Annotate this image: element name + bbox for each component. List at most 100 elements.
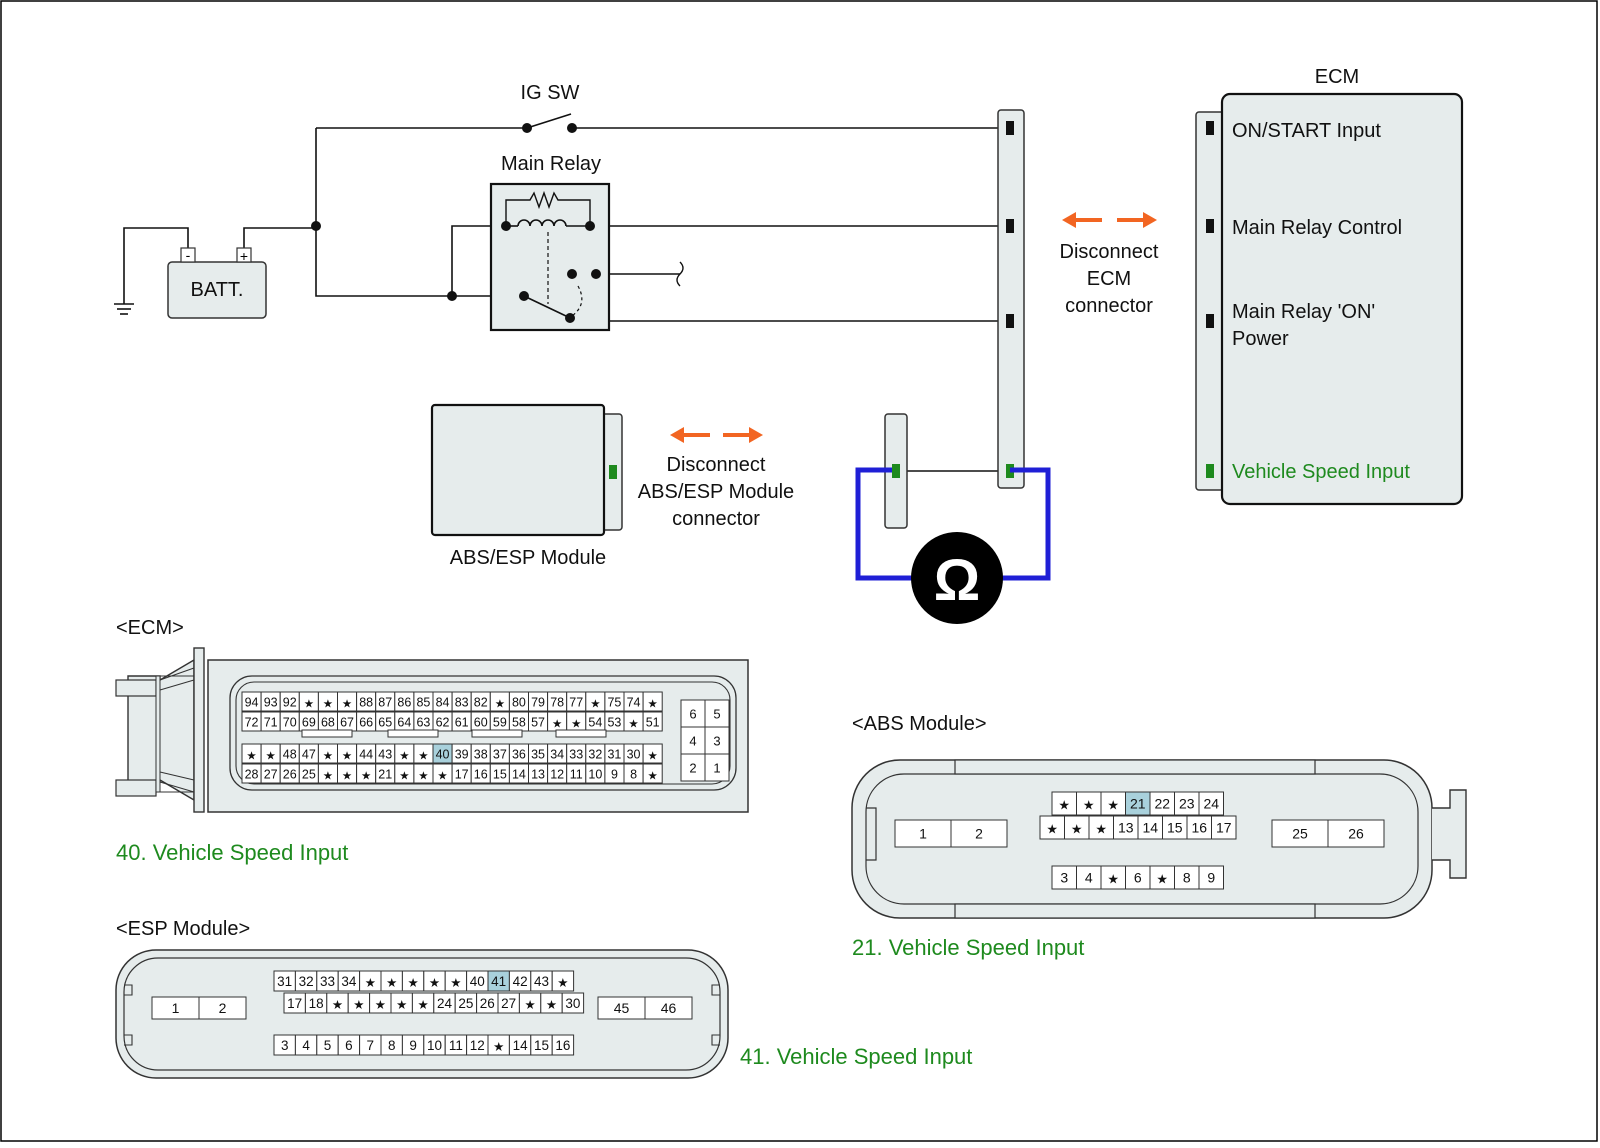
esp-pin-cell: ★ <box>326 992 349 1014</box>
svg-text:11: 11 <box>570 768 583 782</box>
esp-pin-cell: 42 <box>508 970 532 992</box>
esp-pin-cell: 18 <box>304 992 328 1014</box>
svg-text:★: ★ <box>323 771 333 783</box>
abs-pin-cell: ★ <box>1051 791 1077 816</box>
ecm-pin-cell: 48 <box>279 743 300 764</box>
ecm-pin-cell: 68 <box>317 711 338 732</box>
esp-pin-cell: 17 <box>283 992 306 1014</box>
ecm-pin-cell: 67 <box>337 711 358 732</box>
disconnect-ecm-line1: Disconnect <box>1060 241 1159 263</box>
ecm-pin-cell: 77 <box>566 691 587 712</box>
svg-text:6: 6 <box>689 707 696 722</box>
svg-text:68: 68 <box>321 716 335 730</box>
ecm-pin-cell: 39 <box>451 743 472 764</box>
ecm-pin-cell: 35 <box>528 743 549 764</box>
svg-text:★: ★ <box>590 699 600 711</box>
esp-pin-cell: 8 <box>380 1034 403 1056</box>
abs-pin-cell: 2 <box>950 819 1008 848</box>
ecm-pin-cell: ★ <box>585 691 606 712</box>
svg-text:★: ★ <box>246 751 256 763</box>
ecm-pin-cell: 69 <box>298 711 319 732</box>
svg-text:★: ★ <box>1095 822 1107 837</box>
svg-text:10: 10 <box>588 768 602 782</box>
svg-text:25: 25 <box>1292 826 1308 842</box>
svg-text:★: ★ <box>1058 798 1070 813</box>
ecm-pin-cell: 87 <box>375 691 396 712</box>
abs-pin-cell: ★ <box>1100 791 1126 816</box>
ecm-connector-strip <box>997 109 1025 489</box>
ecm-pin-cell: 51 <box>642 711 663 732</box>
main-relay-label: Main Relay <box>501 153 601 175</box>
svg-text:45: 45 <box>614 1000 630 1016</box>
svg-text:3: 3 <box>1060 870 1068 886</box>
svg-text:★: ★ <box>557 976 568 990</box>
svg-text:7: 7 <box>367 1038 375 1053</box>
svg-text:79: 79 <box>531 696 545 710</box>
svg-text:★: ★ <box>323 751 333 763</box>
svg-text:3: 3 <box>713 734 720 749</box>
ecm-pin-cell: ★ <box>317 691 338 712</box>
svg-text:17: 17 <box>455 768 469 782</box>
svg-text:★: ★ <box>361 771 371 783</box>
svg-text:30: 30 <box>627 748 641 762</box>
ecm-box: ECM ON/START Input Main Relay Control Ma… <box>1195 66 1464 506</box>
ecm-pin-cell: 86 <box>394 691 415 712</box>
svg-text:47: 47 <box>302 748 316 762</box>
svg-text:86: 86 <box>397 696 411 710</box>
esp-pin-cell: 4 <box>294 1034 318 1056</box>
svg-text:★: ★ <box>375 998 386 1012</box>
svg-text:★: ★ <box>342 699 352 711</box>
ecm-pin-cell: 57 <box>528 711 549 732</box>
svg-text:★: ★ <box>437 771 447 783</box>
ecm-pin-cell: 78 <box>547 691 568 712</box>
ecm-pin-cell: 3 <box>704 726 730 755</box>
svg-text:17: 17 <box>287 996 302 1011</box>
esp-pin-cell: ★ <box>540 992 563 1014</box>
svg-text:14: 14 <box>513 1038 529 1053</box>
disconnect-abs-line2: ABS/ESP Module <box>638 481 794 503</box>
esp-pin-cell: 5 <box>316 1034 339 1056</box>
ecm-pin-cell: 11 <box>566 763 587 784</box>
ecm-pin-vehicle-speed: Vehicle Speed Input <box>1232 461 1410 483</box>
ecm-pin-cell: ★ <box>547 711 568 732</box>
esp-pin-cell: 27 <box>497 992 520 1014</box>
abs-pin-cell: 13 <box>1113 815 1139 840</box>
svg-text:2: 2 <box>689 761 696 776</box>
svg-text:51: 51 <box>646 716 660 730</box>
esp-pin-cell: ★ <box>401 970 425 992</box>
ecm-pin-cell: 44 <box>356 743 377 764</box>
ecm-pin-cell: ★ <box>642 763 663 784</box>
esp-pin-cell: 14 <box>508 1034 532 1056</box>
ecm-pin-cell: 63 <box>413 711 434 732</box>
abs-pin-cell: 1 <box>894 819 952 848</box>
svg-text:16: 16 <box>474 768 488 782</box>
svg-text:92: 92 <box>283 696 297 710</box>
ecm-pin-cell: 14 <box>508 763 529 784</box>
ecm-pin-cell: 32 <box>585 743 606 764</box>
ecm-pin-cell: ★ <box>260 743 281 764</box>
ecm-pin-cell: 4 <box>680 726 706 755</box>
svg-text:74: 74 <box>627 696 641 710</box>
esp-pin-cell: 45 <box>597 996 646 1020</box>
ecm-pin-cell: 2 <box>680 753 706 782</box>
ecm-pin-cell: ★ <box>394 763 415 784</box>
ecm-pin-cell: ★ <box>241 743 262 764</box>
svg-text:31: 31 <box>607 748 621 762</box>
battery-plus: + <box>240 248 248 264</box>
ecm-pin-cell: 6 <box>680 699 706 728</box>
svg-text:2: 2 <box>219 1000 227 1016</box>
svg-text:8: 8 <box>1183 870 1191 886</box>
svg-text:38: 38 <box>474 748 488 762</box>
ecm-pin-cell: 93 <box>260 691 281 712</box>
svg-text:23: 23 <box>1179 796 1195 812</box>
abs-caption: 21. Vehicle Speed Input <box>852 935 1084 960</box>
svg-text:25: 25 <box>302 768 316 782</box>
disconnect-ecm-line3: connector <box>1065 295 1153 317</box>
esp-pin-cell: ★ <box>411 992 435 1014</box>
abs-pin-cell: ★ <box>1039 815 1065 840</box>
ecm-pin-cell: ★ <box>623 711 644 732</box>
svg-text:16: 16 <box>555 1038 570 1053</box>
